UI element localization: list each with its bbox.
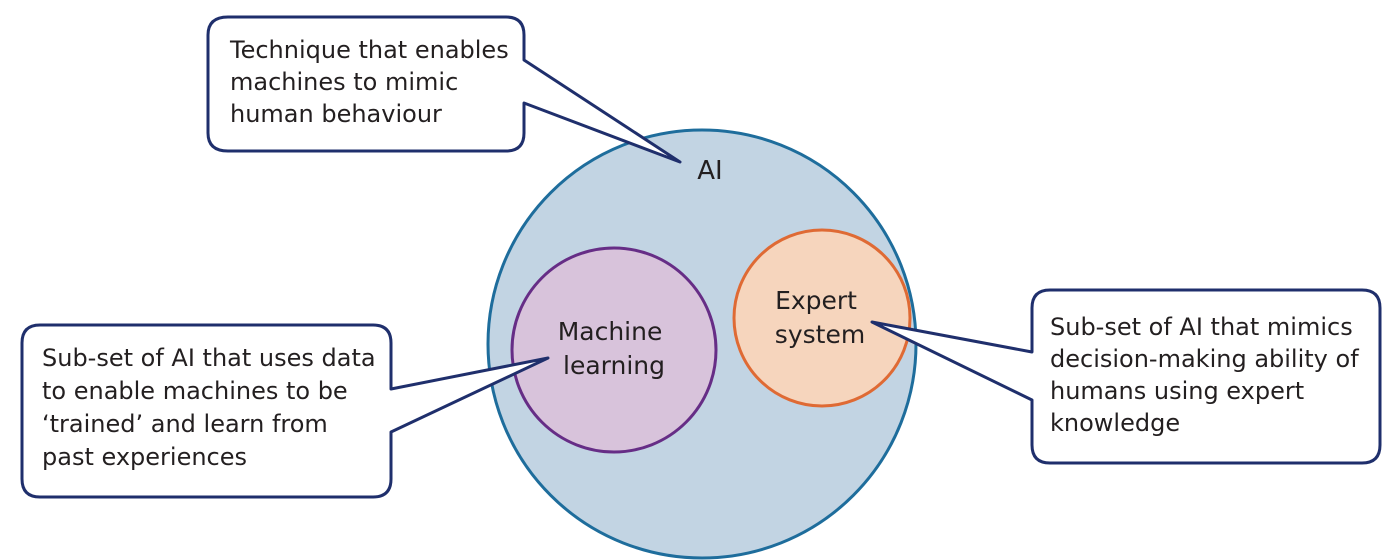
ai-callout-bubble — [206, 15, 682, 164]
machine-learning-callout-line: ‘trained’ and learn from — [42, 410, 328, 438]
expert-system-callout-line: Sub-set of AI that mimics — [1050, 313, 1353, 341]
expert-system-label: Expert system — [775, 286, 865, 349]
expert-system-callout-bubble — [870, 288, 1382, 465]
expert-system-callout-line: humans using expert — [1050, 377, 1304, 405]
ai-callout-line: Technique that enables — [229, 36, 509, 64]
ai-callout-line: human behaviour — [230, 100, 442, 128]
machine-learning-callout-bubble — [20, 323, 550, 499]
expert-system-circle — [732, 228, 912, 408]
ai-label: AI — [697, 156, 722, 186]
expert-system-callout-line: decision-making ability of — [1050, 345, 1359, 373]
expert-system-label-line: Expert — [775, 286, 857, 315]
expert-system-callout-line: knowledge — [1050, 409, 1180, 437]
machine-learning-callout-text: Sub-set of AI that uses data to enable m… — [42, 344, 383, 471]
ai-callout-line: machines to mimic — [230, 68, 458, 96]
expert-system-callout-text: Sub-set of AI that mimics decision-makin… — [1050, 313, 1366, 437]
machine-learning-label-line: learning — [563, 351, 665, 380]
machine-learning-callout-line: to enable machines to be — [42, 377, 348, 405]
machine-learning-circle — [510, 246, 718, 454]
machine-learning-label: Machine learning — [558, 317, 671, 380]
machine-learning-callout-line: Sub-set of AI that uses data — [42, 344, 376, 372]
expert-system-label-line: system — [775, 320, 865, 349]
machine-learning-callout-line: past experiences — [42, 443, 247, 471]
machine-learning-label-line: Machine — [558, 317, 663, 346]
ai-callout-text: Technique that enables machines to mimic… — [229, 36, 516, 128]
